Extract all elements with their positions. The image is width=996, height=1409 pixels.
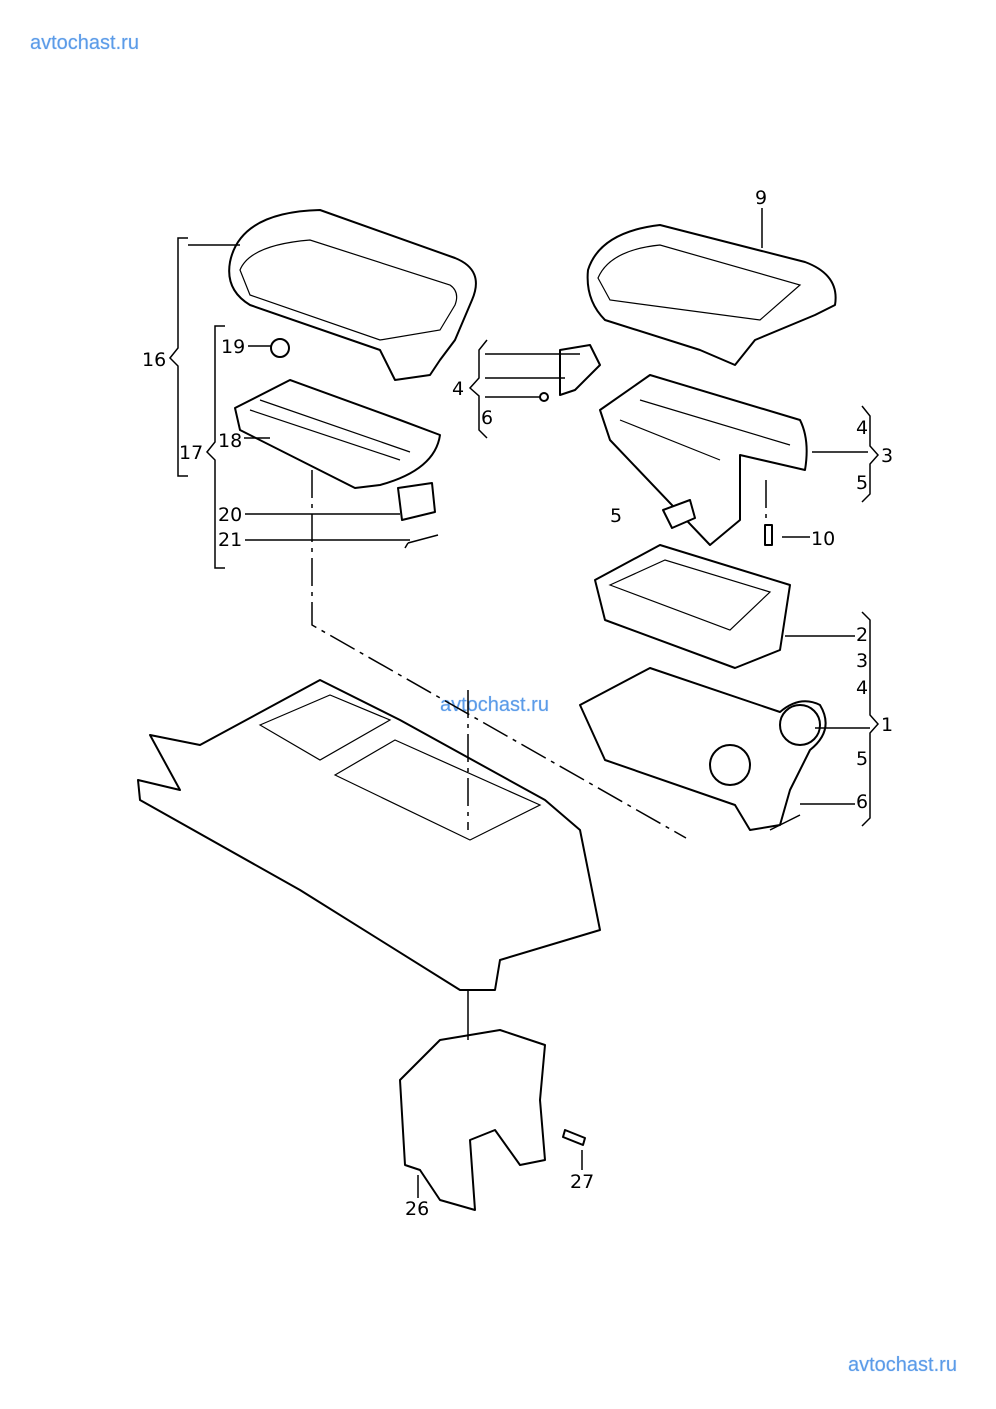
clip-20: [397, 482, 436, 521]
center-console: [137, 679, 601, 991]
callout-16: 16: [142, 349, 166, 371]
callout-4: 4: [856, 677, 868, 699]
callout-17: 17: [179, 442, 203, 464]
bracket-4: [559, 344, 601, 396]
callout-27: 27: [570, 1171, 594, 1193]
callout-9: 9: [755, 187, 767, 209]
callout-1: 1: [881, 714, 893, 736]
callout-4: 4: [452, 378, 464, 400]
bolt-27: [562, 1129, 586, 1146]
callout-5: 5: [856, 472, 868, 494]
callout-10: 10: [811, 528, 835, 550]
callout-2: 2: [856, 624, 868, 646]
armrest-lid-9: [586, 224, 837, 366]
armrest-hinge-frame: [599, 374, 808, 546]
armrest-base-1: [579, 667, 827, 831]
callout-5: 5: [856, 748, 868, 770]
armrest-lid-assembly: [228, 209, 477, 381]
callout-3: 3: [856, 650, 868, 672]
callout-5: 5: [610, 505, 622, 527]
watermark: avtochast.ru: [848, 1354, 957, 1376]
callout-18: 18: [218, 430, 242, 452]
watermark: avtochast.ru: [440, 694, 549, 716]
armrest-insert-18: [234, 379, 441, 489]
callout-3: 3: [881, 445, 893, 467]
callout-4: 4: [856, 417, 868, 439]
callout-21: 21: [218, 529, 242, 551]
clip-19: [270, 338, 290, 358]
callout-6: 6: [856, 791, 868, 813]
screw-10: [764, 524, 773, 546]
storage-tray-2: [594, 544, 791, 669]
pin-5: [662, 499, 696, 529]
callout-20: 20: [218, 504, 242, 526]
callout-6: 6: [481, 407, 493, 429]
callout-19: 19: [221, 336, 245, 358]
callout-26: 26: [405, 1198, 429, 1220]
watermark: avtochast.ru: [30, 32, 139, 54]
mounting-bracket-26: [399, 1029, 546, 1211]
